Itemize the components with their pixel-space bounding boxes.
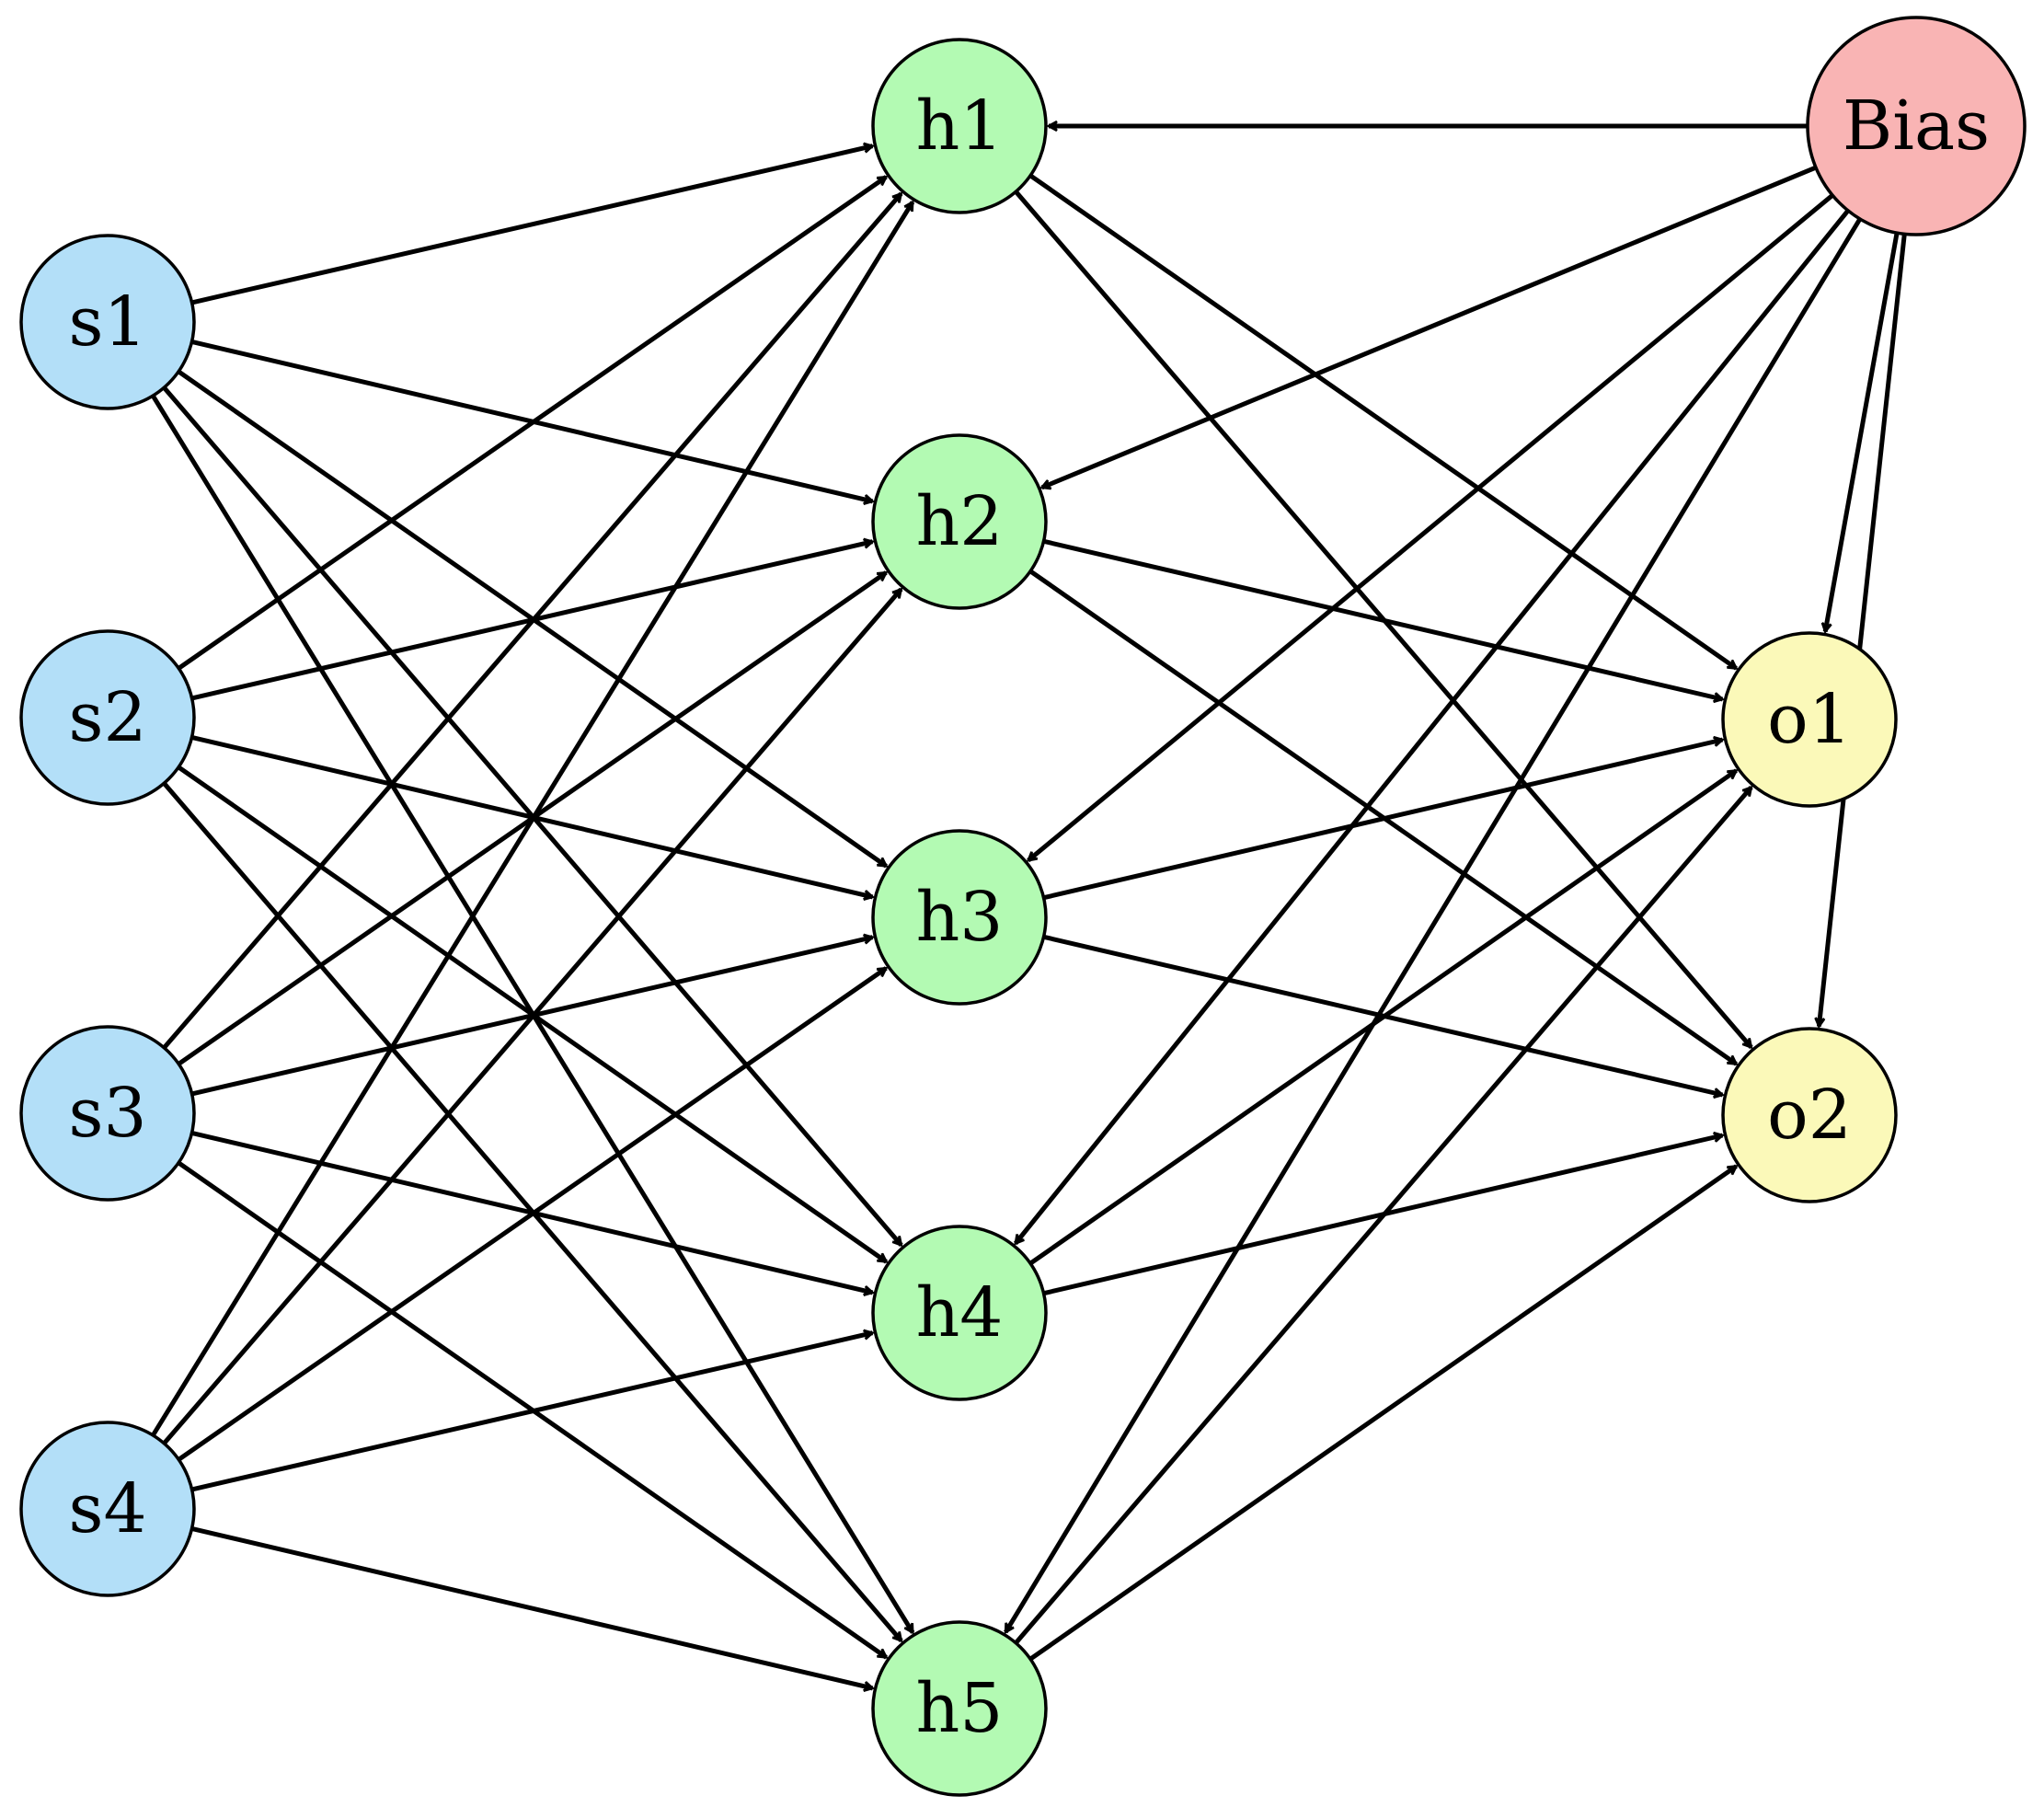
- node-h2-label: h2: [916, 482, 1004, 561]
- node-h3: h3: [871, 829, 1048, 1006]
- edge-h1-to-o1: [1028, 173, 1736, 671]
- edge-s4-to-h3: [177, 966, 886, 1462]
- node-bias-label: Bias: [1843, 86, 1990, 166]
- edge-s4-to-h4: [191, 1333, 873, 1492]
- node-s4: s4: [19, 1421, 196, 1597]
- node-o2-label: o2: [1767, 1076, 1852, 1155]
- node-s1-circle: [19, 234, 196, 410]
- node-h5-circle: [871, 1620, 1048, 1797]
- node-h4: h4: [871, 1225, 1048, 1401]
- node-o2-circle: [1721, 1027, 1898, 1203]
- edge-s1-to-h1: [191, 146, 873, 305]
- node-h3-circle: [871, 829, 1048, 1006]
- node-o1-circle: [1721, 631, 1898, 808]
- edge-bias-to-o2: [1819, 234, 1907, 1026]
- edge-s3-to-h1: [162, 193, 903, 1050]
- node-o1: o1: [1721, 631, 1898, 808]
- edge-h2-to-o1: [1043, 538, 1723, 699]
- edge-h5-to-o2: [1028, 1164, 1736, 1662]
- node-h1-label: h1: [916, 86, 1004, 166]
- edge-bias-to-h3: [1028, 193, 1834, 863]
- node-bias: Bias: [1806, 16, 2027, 236]
- node-h5: h5: [871, 1620, 1048, 1797]
- node-h1-circle: [871, 38, 1048, 214]
- edge-bias-to-o1: [1825, 232, 1900, 631]
- node-s2-circle: [19, 629, 196, 806]
- node-s1-label: s1: [68, 282, 146, 362]
- nodes-layer: s1 s2 s3 s4 h1 h2 h3 h4 h5 o1 o2 Bias: [19, 16, 2027, 1797]
- edge-s4-to-h1: [151, 202, 915, 1437]
- node-h5-label: h5: [916, 1669, 1004, 1748]
- edge-s4-to-h2: [162, 589, 903, 1445]
- node-s3-label: s3: [68, 1074, 146, 1153]
- node-h3-label: h3: [916, 878, 1004, 957]
- node-o2: o2: [1721, 1027, 1898, 1203]
- edge-h3-to-o1: [1043, 740, 1723, 901]
- node-s3: s3: [19, 1025, 196, 1202]
- node-h2-circle: [871, 433, 1048, 610]
- node-h4-label: h4: [916, 1273, 1004, 1352]
- edge-s2-to-h1: [177, 175, 886, 671]
- node-o1-label: o1: [1767, 680, 1852, 759]
- node-s2: s2: [19, 629, 196, 806]
- node-s4-circle: [19, 1421, 196, 1597]
- node-s1: s1: [19, 234, 196, 410]
- node-bias-circle: [1806, 16, 2027, 236]
- edge-s4-to-h5: [190, 1525, 873, 1688]
- node-h1: h1: [871, 38, 1048, 214]
- node-h2: h2: [871, 433, 1048, 610]
- edge-bias-to-h5: [1004, 217, 1863, 1632]
- node-s4-label: s4: [68, 1469, 146, 1548]
- edge-bias-to-h2: [1042, 165, 1817, 488]
- node-s2-label: s2: [68, 678, 146, 757]
- edges-layer: [151, 126, 1907, 1688]
- edge-h5-to-o1: [1014, 788, 1753, 1645]
- edge-bias-to-h4: [1013, 209, 1850, 1244]
- node-h4-circle: [871, 1225, 1048, 1401]
- edge-h4-to-o1: [1028, 768, 1736, 1266]
- node-s3-circle: [19, 1025, 196, 1202]
